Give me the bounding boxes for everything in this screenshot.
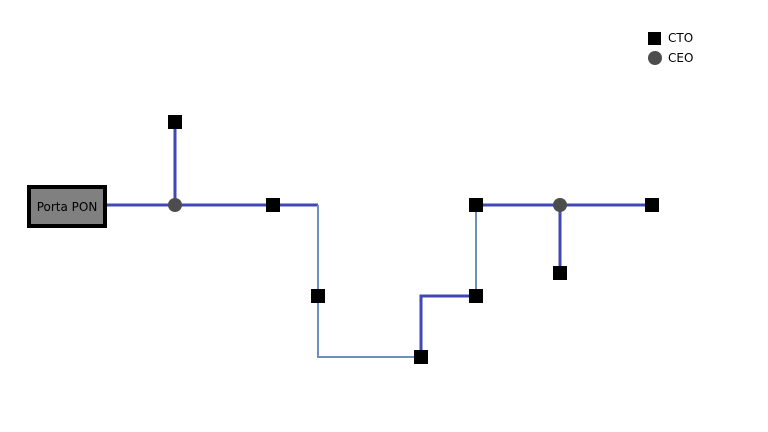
legend-item-cto: CTO bbox=[648, 28, 693, 48]
cto-node-g bbox=[645, 198, 659, 212]
cto-node-h bbox=[553, 266, 567, 280]
ceo-nodes bbox=[168, 198, 567, 212]
legend: CTO CEO bbox=[648, 28, 693, 68]
main-cables bbox=[103, 122, 652, 357]
cto-node-b bbox=[311, 289, 325, 303]
branch-cables bbox=[317, 205, 477, 358]
cto-node-e bbox=[469, 289, 483, 303]
cto-node-a bbox=[266, 198, 280, 212]
cto-nodes bbox=[168, 115, 659, 364]
legend-ceo-label: CEO bbox=[668, 51, 694, 65]
legend-item-ceo: CEO bbox=[648, 48, 693, 68]
ceo-node-1 bbox=[168, 198, 182, 212]
cto-node-f bbox=[469, 198, 483, 212]
cto-square-icon bbox=[648, 31, 661, 45]
cto-node-top bbox=[168, 115, 182, 129]
ceo-circle-icon bbox=[648, 51, 662, 65]
cable-cto-d-to-cto-e bbox=[419, 294, 476, 357]
pon-port-label: Porta PON bbox=[36, 199, 98, 214]
ceo-node-2 bbox=[553, 198, 567, 212]
cto-node-d bbox=[414, 350, 428, 364]
cable-corner-to-cto-d bbox=[317, 205, 421, 358]
pon-port-box: Porta PON bbox=[27, 185, 107, 228]
legend-cto-label: CTO bbox=[668, 31, 694, 45]
